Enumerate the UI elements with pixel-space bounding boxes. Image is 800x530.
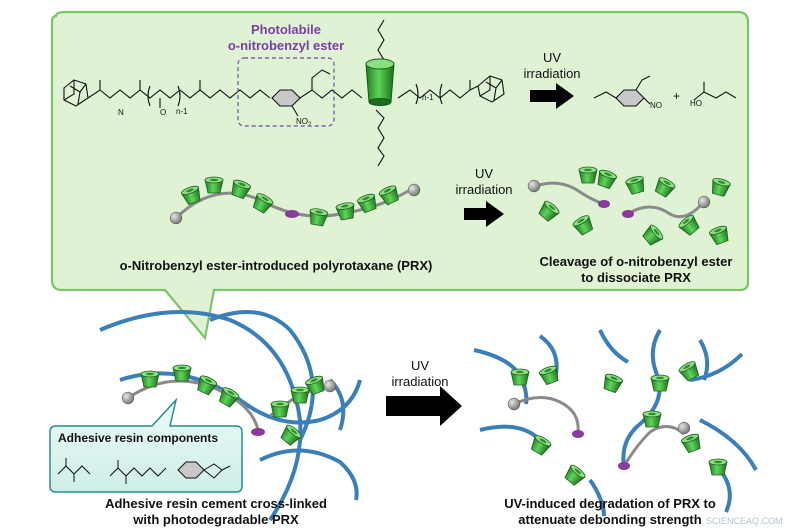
svg-text:UV: UV xyxy=(411,358,429,373)
bottom-left-caption: Adhesive resin cement cross-linked with … xyxy=(105,496,327,527)
svg-text:UV: UV xyxy=(543,50,561,65)
svg-text:irradiation: irradiation xyxy=(455,182,512,197)
photolabile-title-line2: o-nitrobenzyl ester xyxy=(228,38,344,53)
uv-label-1: UV irradiation xyxy=(523,50,580,81)
svg-text:o-Nitrobenzyl ester-introduced: o-Nitrobenzyl ester-introduced polyrotax… xyxy=(120,258,433,273)
svg-text:attenuate debonding strength: attenuate debonding strength xyxy=(518,512,702,527)
svg-text:Adhesive resin cement cross-li: Adhesive resin cement cross-linked xyxy=(105,496,327,511)
right-arrow-icon xyxy=(386,386,462,426)
n-1-label-right: n-1 xyxy=(422,93,434,102)
photolabile-dashed-box xyxy=(237,57,335,127)
plus-label: + xyxy=(673,89,680,103)
panel-left-caption: o-Nitrobenzyl ester-introduced polyrotax… xyxy=(120,258,433,273)
stopper-sphere-icon xyxy=(169,211,183,225)
chem-o-label: O xyxy=(160,108,166,117)
photolabile-title: Photolabile o-nitrobenzyl ester xyxy=(228,22,344,53)
reaction-panel xyxy=(50,10,750,341)
crosslinked-network xyxy=(99,310,362,522)
svg-text:irradiation: irradiation xyxy=(391,374,448,389)
stopper-sphere-icon xyxy=(407,183,421,197)
components-title: Adhesive resin components xyxy=(58,431,218,445)
polyrotaxane-chemical-structure xyxy=(63,19,505,167)
chem-n-label: N xyxy=(118,108,124,117)
right-arrow-icon xyxy=(530,83,574,109)
svg-text:irradiation: irradiation xyxy=(523,66,580,81)
uv-label-2: UV irradiation xyxy=(455,166,512,197)
adhesive-components-box: Adhesive resin components xyxy=(49,397,243,493)
photolabile-title-line1: Photolabile xyxy=(251,22,321,37)
degraded-network xyxy=(473,328,758,517)
product-labels: NO + HO xyxy=(650,89,702,110)
svg-text:Cleavage of o-nitrobenzyl este: Cleavage of o-nitrobenzyl ester xyxy=(540,254,733,269)
cleavage-products xyxy=(593,75,737,107)
n-1-label-left: n-1 xyxy=(176,107,188,116)
adamantane-right-icon xyxy=(477,75,505,103)
panel-right-caption: Cleavage of o-nitrobenzyl ester to disso… xyxy=(540,254,733,285)
watermark: SCIENCEAQ.COM xyxy=(706,516,783,526)
uv-label-3: UV irradiation xyxy=(391,358,448,389)
no-label: NO xyxy=(650,101,662,110)
nitrobenzyl-linker-icon xyxy=(285,210,299,218)
svg-text:to dissociate PRX: to dissociate PRX xyxy=(581,270,691,285)
monomer-structures xyxy=(57,458,231,484)
ho-label: HO xyxy=(690,99,702,108)
svg-text:UV: UV xyxy=(475,166,493,181)
no2-label: NO2 xyxy=(296,117,312,128)
dissociated-prx xyxy=(527,166,732,248)
svg-text:with photodegradable PRX: with photodegradable PRX xyxy=(132,512,299,527)
right-arrow-icon xyxy=(464,201,504,227)
bottom-right-caption: UV-induced degradation of PRX to attenua… xyxy=(504,496,716,527)
cyclodextrin-cone-icon xyxy=(365,58,395,106)
prx-schematic xyxy=(169,176,421,227)
svg-text:UV-induced degradation of PRX: UV-induced degradation of PRX to xyxy=(504,496,716,511)
